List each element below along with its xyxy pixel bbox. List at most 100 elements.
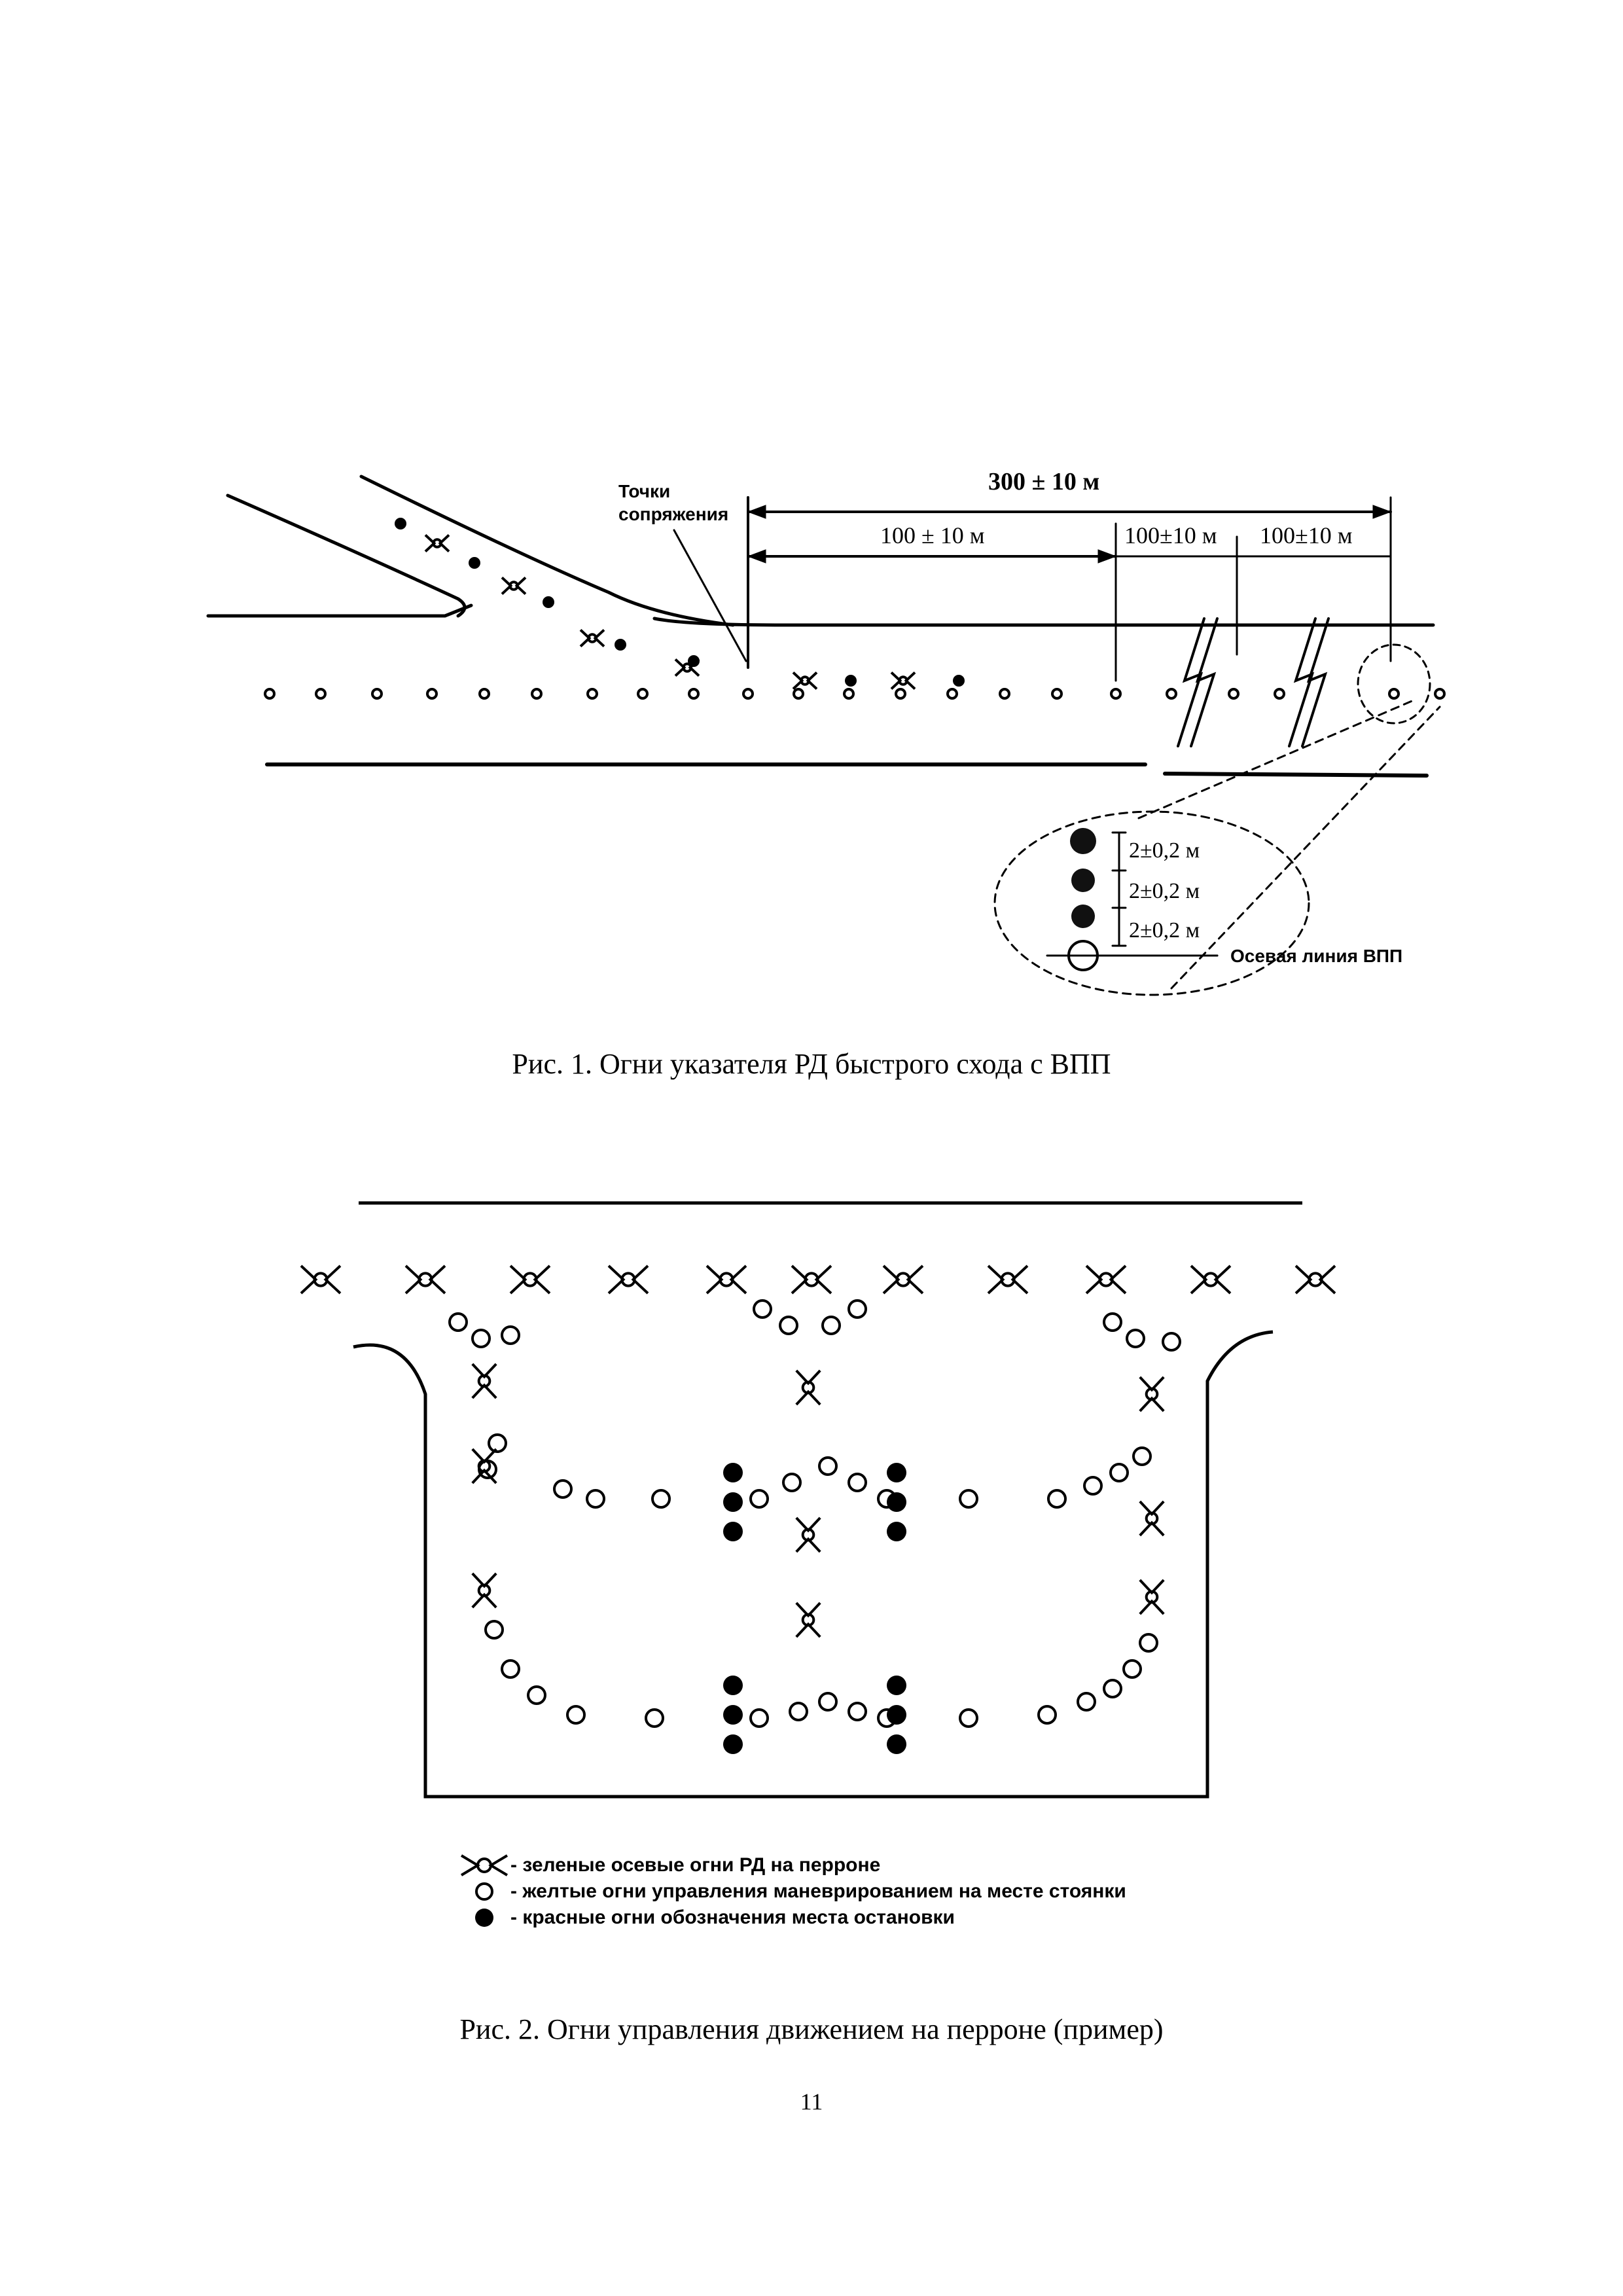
apron-vertical-cross-light <box>471 1363 497 1399</box>
apron-vertical-cross-light <box>471 1572 497 1609</box>
apron-taxiway-cross-light <box>1190 1265 1232 1295</box>
runway-centerline-light <box>1388 688 1400 700</box>
apron-taxiway-cross-light <box>791 1265 832 1295</box>
taxiway-cross-light <box>890 671 916 691</box>
taxiway-inner-edge <box>226 493 467 618</box>
apron-guidance-light <box>651 1489 671 1509</box>
runway-centerline-light <box>1051 688 1063 700</box>
apron-guidance-light <box>527 1685 546 1705</box>
runway-centerline-light <box>843 688 855 700</box>
runway-centerline-light <box>426 688 438 700</box>
detail-spacing-1: 2±0,2 м <box>1129 838 1200 863</box>
taxiway-cross-light <box>501 576 527 596</box>
apron-taxiway-cross-light <box>1294 1265 1336 1295</box>
apron-taxiway-cross-light <box>1085 1265 1127 1295</box>
apron-guidance-light <box>818 1456 838 1476</box>
apron-stop-light <box>887 1492 906 1512</box>
legend-text-yellow: - желтые огни управления маневрированием… <box>510 1880 1126 1902</box>
apron-guidance-light <box>1103 1679 1122 1698</box>
runway-centerline-light <box>1166 688 1177 700</box>
apron-guidance-light <box>847 1299 867 1319</box>
apron-stop-light <box>887 1463 906 1482</box>
apron-taxiway-cross-light <box>705 1265 747 1295</box>
apron-guidance-light <box>1132 1446 1152 1466</box>
runway-centerline-light <box>999 688 1010 700</box>
apron-vertical-cross-light <box>1139 1500 1165 1537</box>
apron-guidance-light <box>789 1702 808 1721</box>
apron-taxiway-cross-light <box>882 1265 924 1295</box>
apron-guidance-light <box>501 1659 520 1679</box>
runway-centerline-light <box>1228 688 1240 700</box>
apron-guidance-light <box>782 1473 802 1492</box>
apron-guidance-light <box>645 1708 664 1728</box>
apron-taxiway-cross-light <box>509 1265 551 1295</box>
runway-centerline-light <box>742 688 754 700</box>
taxiway-light <box>953 675 965 687</box>
apron-vertical-cross-light <box>795 1602 821 1638</box>
apron-guidance-light <box>1103 1312 1122 1332</box>
apron-taxiway-cross-light <box>607 1265 649 1295</box>
apron-stop-light <box>723 1463 743 1482</box>
taxiway-cross-light <box>579 628 605 648</box>
apron-guidance-light <box>959 1708 978 1728</box>
apron-stop-light <box>723 1705 743 1725</box>
runway-top-edge <box>206 603 1435 627</box>
runway-centerline-light <box>895 688 906 700</box>
apron-stop-light <box>723 1492 743 1512</box>
runway-centerline-light <box>1434 688 1446 700</box>
apron-guidance-light <box>847 1473 867 1492</box>
apron-guidance-light <box>779 1316 798 1335</box>
figure2-caption: Рис. 2. Огни управления движением на пер… <box>459 2013 1164 2045</box>
detail-centerline-label: Осевая линия ВПП <box>1230 946 1402 966</box>
detail-lights <box>1070 828 1096 928</box>
apron-guidance-light <box>1077 1692 1096 1712</box>
runway-bottom-edge <box>265 762 1429 778</box>
taxiway-light <box>395 518 406 529</box>
runway-centerline-light <box>586 688 598 700</box>
apron-guidance-light <box>1139 1633 1158 1653</box>
apron-guidance-light <box>586 1489 605 1509</box>
page-number: 11 <box>800 2089 823 2115</box>
red-stop-light-icon <box>458 1905 510 1931</box>
taxiway-light <box>469 557 480 569</box>
apron-guidance-light <box>1109 1463 1129 1482</box>
apron-taxiway-cross-light <box>987 1265 1029 1295</box>
yellow-guidance-light-icon <box>458 1878 510 1905</box>
taxiway-light <box>543 596 554 608</box>
legend-row-red: - красные огни обозначения места останов… <box>458 1905 955 1931</box>
apron-guidance-light <box>1083 1476 1103 1496</box>
legend-text-red: - красные огни обозначения места останов… <box>510 1907 955 1928</box>
runway-centerline-light <box>315 688 327 700</box>
break-mark-1 <box>1177 617 1219 747</box>
runway-centerline-light <box>264 688 276 700</box>
apron-guidance-light <box>1126 1329 1145 1348</box>
runway-centerline-light <box>478 688 490 700</box>
runway-centerline-light <box>1274 688 1285 700</box>
runway-centerline-light <box>946 688 958 700</box>
detail-spacing-3: 2±0,2 м <box>1129 918 1200 942</box>
taxiway-cross-light <box>424 533 450 553</box>
apron-stop-light <box>887 1705 906 1725</box>
apron-outline <box>353 1330 1274 1799</box>
label-junction-line2: сопряжения <box>618 504 728 524</box>
apron-guidance-light <box>471 1329 491 1348</box>
apron-stop-light <box>887 1676 906 1695</box>
detail-spacing-2: 2±0,2 м <box>1129 879 1200 903</box>
apron-stop-light <box>723 1676 743 1695</box>
runway-centerline-light <box>793 688 804 700</box>
green-centerline-light-icon <box>458 1852 510 1878</box>
apron-guidance-light <box>1122 1659 1142 1679</box>
apron-guidance-light <box>959 1489 978 1509</box>
apron-taxiway-cross-light <box>300 1265 342 1295</box>
dim-third-label: 100±10 м <box>1260 522 1353 548</box>
apron-vertical-cross-light <box>795 1516 821 1553</box>
apron-guidance-light <box>749 1708 769 1728</box>
dim-second-label: 100±10 м <box>1124 522 1217 548</box>
apron-vertical-cross-light <box>795 1369 821 1406</box>
apron-taxiway-cross-light <box>404 1265 446 1295</box>
runway-centerline-light <box>531 688 543 700</box>
taxiway-light <box>845 675 857 687</box>
taxiway-cross-light <box>792 671 818 691</box>
apron-vertical-cross-light <box>1139 1579 1165 1615</box>
